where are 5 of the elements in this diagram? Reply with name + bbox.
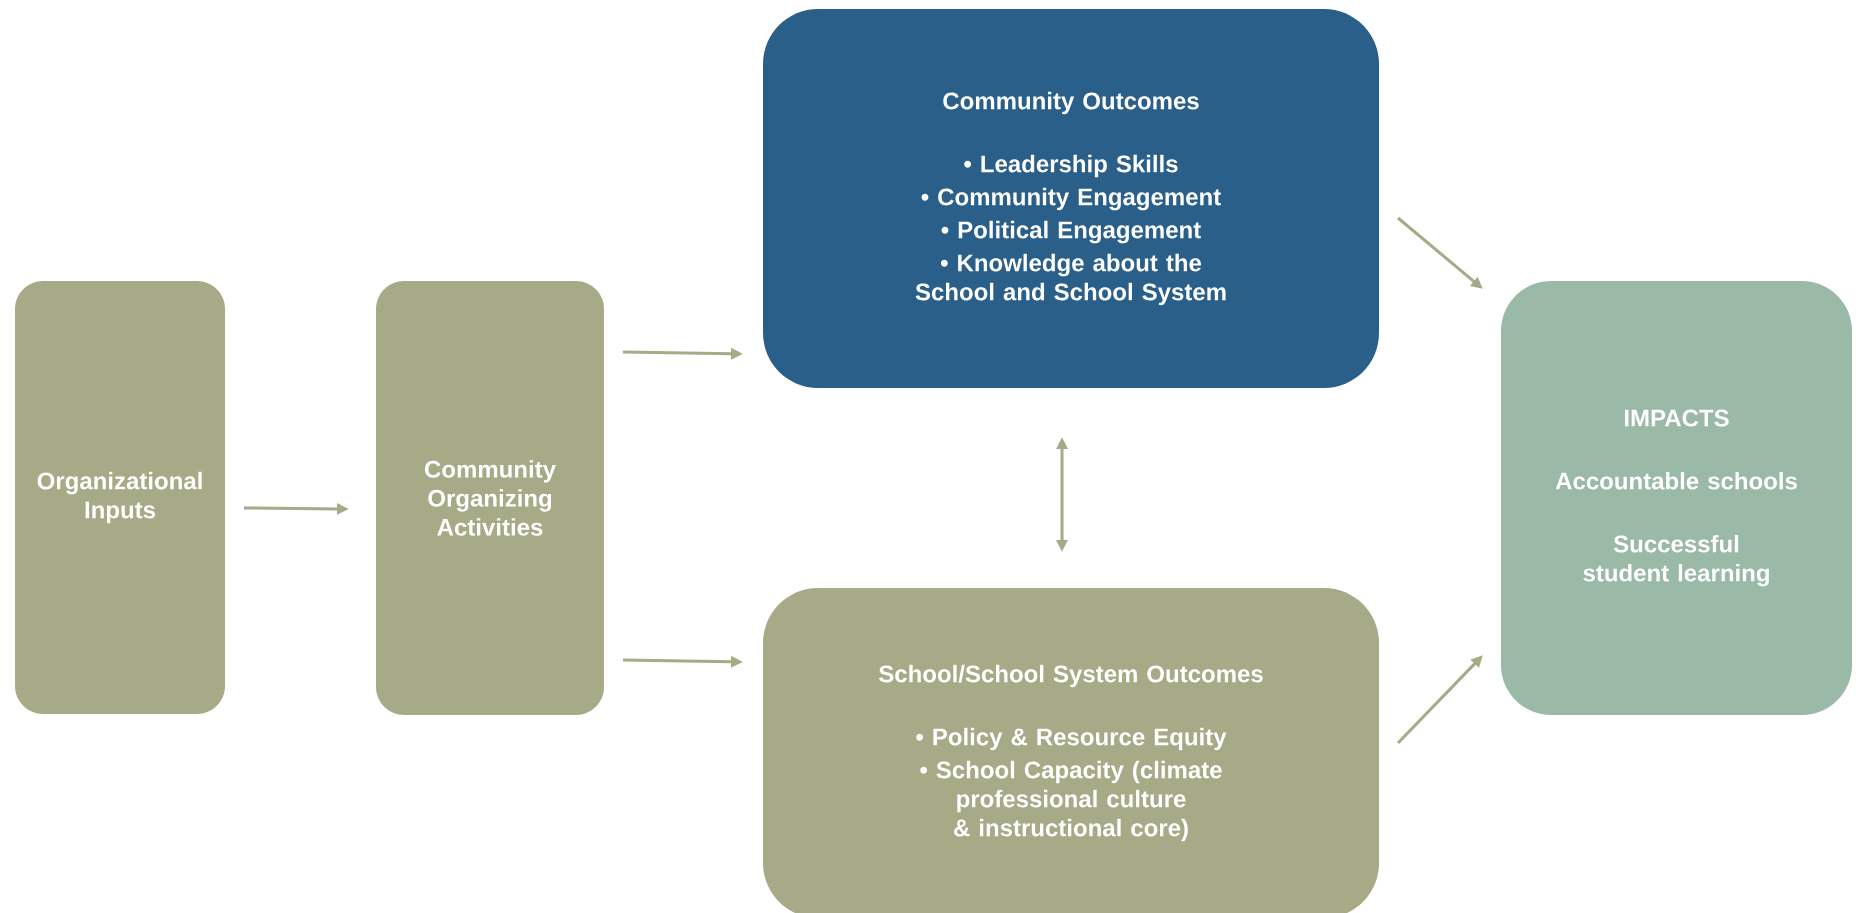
process-box: Community Organizing Activities (376, 281, 604, 715)
process-box: IMPACTS Accountable schools Successful student learning (1501, 281, 1852, 715)
process-box: Community Outcomes • Leadership Skills • Community Engagement • Political Engagement • Knowledge about the School and School System (763, 9, 1379, 388)
process-box: Organizational Inputs (15, 281, 225, 714)
process-box: School/School System Outcomes • Policy & Resource Equity • School Capacity (climate professional culture & instructional core) (763, 588, 1379, 913)
